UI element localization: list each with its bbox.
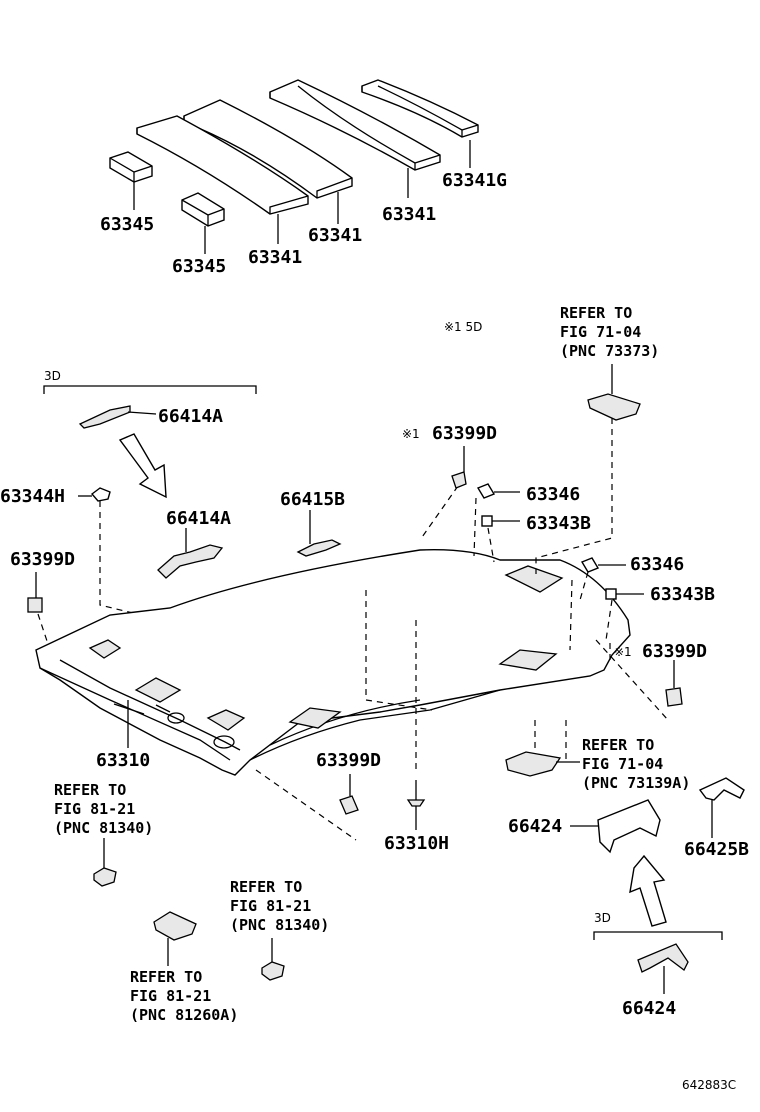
label-63399d-left: 63399D <box>10 549 75 570</box>
ref-81260a-line1: REFER TO <box>130 968 202 986</box>
room-lamp-73373-icon <box>587 393 641 421</box>
clip-63346-b-icon <box>580 557 600 573</box>
bracket-3d-right-label: 3D <box>594 911 611 925</box>
label-63310: 63310 <box>96 750 150 771</box>
ref-73373-line2: FIG 71-04 <box>560 323 641 341</box>
ref-81260a-line3: (PNC 81260A) <box>130 1006 238 1024</box>
label-63341-a: 63341 <box>248 247 302 268</box>
ref-81340-left-line1: REFER TO <box>54 781 126 799</box>
mark-63399d-right: ※1 <box>614 645 632 659</box>
label-66414a-mid: 66414A <box>166 508 231 529</box>
label-63343b-a: 63343B <box>526 513 591 534</box>
ref-73139a-line2: FIG 71-04 <box>582 755 663 773</box>
pad-63345-a <box>109 151 153 183</box>
ref-81260a-line2: FIG 81-21 <box>130 987 211 1005</box>
headliner-63310 <box>35 549 631 776</box>
bracket-3d-left-label: 3D <box>44 369 61 383</box>
clip-63399d-left-icon <box>27 597 43 613</box>
bracket-66424-a-icon <box>597 799 661 854</box>
label-63345-a: 63345 <box>100 214 154 235</box>
ref-81340-left-line3: (PNC 81340) <box>54 819 153 837</box>
ref-81340-mid-line1: REFER TO <box>230 878 302 896</box>
label-63346-b: 63346 <box>630 554 684 575</box>
ref-81340-mid-line3: (PNC 81340) <box>230 916 329 934</box>
note-5d: ※1 5D <box>444 320 482 334</box>
label-63399d-top: 63399D <box>432 423 497 444</box>
ref-73373-line3: (PNC 73373) <box>560 342 659 360</box>
bracket-66425b-icon <box>698 777 745 801</box>
label-63345-b: 63345 <box>172 256 226 277</box>
clip-63399d-top-icon <box>451 471 467 489</box>
diagram-id: 642883C <box>682 1078 736 1092</box>
ref-73139a-line3: (PNC 73139A) <box>582 774 690 792</box>
silencer-pad-63341-c <box>269 79 441 171</box>
label-66414a-top: 66414A <box>158 406 223 427</box>
clip-63346-a-icon <box>476 483 496 499</box>
down-arrow-icon-left <box>118 433 167 499</box>
bracket-66424-b-icon <box>637 943 689 973</box>
part-66415b-icon <box>296 539 342 557</box>
silencer-pad-63341-a <box>136 115 309 215</box>
clip-63399d-right-icon <box>665 687 683 707</box>
label-63341-c: 63341 <box>382 204 436 225</box>
mark-63399d-top: ※1 <box>402 427 420 441</box>
label-63344h: 63344H <box>0 486 65 507</box>
label-63346-a: 63346 <box>526 484 580 505</box>
clip-63343b-a-icon <box>481 515 493 527</box>
silencer-pads-group <box>109 79 479 254</box>
clip-63399d-bottom-icon <box>339 795 359 815</box>
pad-63345-b <box>181 192 225 227</box>
ref-73373-line1: REFER TO <box>560 304 632 322</box>
label-63341-b: 63341 <box>308 225 362 246</box>
clip-63343b-b-icon <box>605 588 617 600</box>
label-66424-b: 66424 <box>622 998 676 1019</box>
part-63344h-icon <box>90 487 111 502</box>
ref-81340-left-line2: FIG 81-21 <box>54 800 135 818</box>
label-63399d-bottom: 63399D <box>316 750 381 771</box>
label-66415b: 66415B <box>280 489 345 510</box>
label-63399d-right: 63399D <box>642 641 707 662</box>
ref-73139a-line1: REFER TO <box>582 736 654 754</box>
bracket-3d-right: 3D <box>593 911 723 940</box>
label-63341g: 63341G <box>442 170 507 191</box>
lamp-81340-left-icon <box>93 867 117 887</box>
lamp-81340-mid-icon <box>261 961 285 981</box>
bracket-3d-left: 3D <box>43 369 257 394</box>
silencer-pad-63341-b <box>183 99 353 199</box>
map-lamp-73139a-icon <box>505 751 562 777</box>
label-63310h: 63310H <box>384 833 449 854</box>
label-66425b: 66425B <box>684 839 749 860</box>
part-66414a-top-icon <box>78 405 131 429</box>
fastener-63310h-icon <box>406 780 426 830</box>
up-arrow-icon-right <box>629 854 667 927</box>
part-66414a-mid-icon <box>157 544 224 579</box>
label-63343b-b: 63343B <box>650 584 715 605</box>
label-66424-a: 66424 <box>508 816 562 837</box>
lamp-81260a-icon <box>153 911 197 941</box>
ref-81340-mid-line2: FIG 81-21 <box>230 897 311 915</box>
